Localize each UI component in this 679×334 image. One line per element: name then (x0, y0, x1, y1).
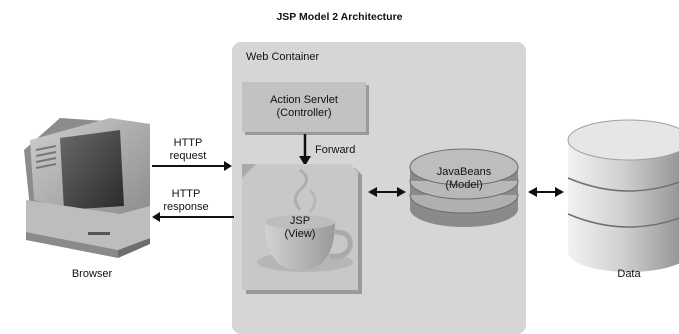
http-response-arrowhead (152, 212, 160, 222)
http-request-arrowhead (224, 161, 232, 171)
forward-arrowhead (299, 156, 311, 166)
model-data-arrowhead-right (555, 187, 564, 197)
database-cylinder-icon (567, 119, 679, 272)
http-request-label: HTTP request (169, 137, 207, 162)
data-label: Data (617, 268, 641, 280)
action-servlet-box: Action Servlet (Controller) (242, 82, 366, 132)
javabeans-disc-stack (409, 148, 519, 227)
controller-role: (Controller) (276, 107, 332, 119)
coffee-cup-icon (257, 168, 353, 272)
diagram-title: JSP Model 2 Architecture (276, 11, 403, 23)
forward-label: Forward (315, 144, 356, 156)
controller-name: Action Servlet (270, 94, 338, 106)
browser-computer-icon (24, 118, 150, 258)
web-container-label: Web Container (246, 51, 320, 63)
jsp-view-label: JSP (View) (284, 215, 316, 240)
view-model-arrowhead-right (397, 187, 406, 197)
model-data-arrowhead-left (528, 187, 537, 197)
view-model-arrowhead-left (368, 187, 377, 197)
http-response-label: HTTP response (163, 188, 209, 213)
javabeans-label: JavaBeans (Model) (436, 166, 492, 191)
browser-label: Browser (71, 268, 113, 280)
